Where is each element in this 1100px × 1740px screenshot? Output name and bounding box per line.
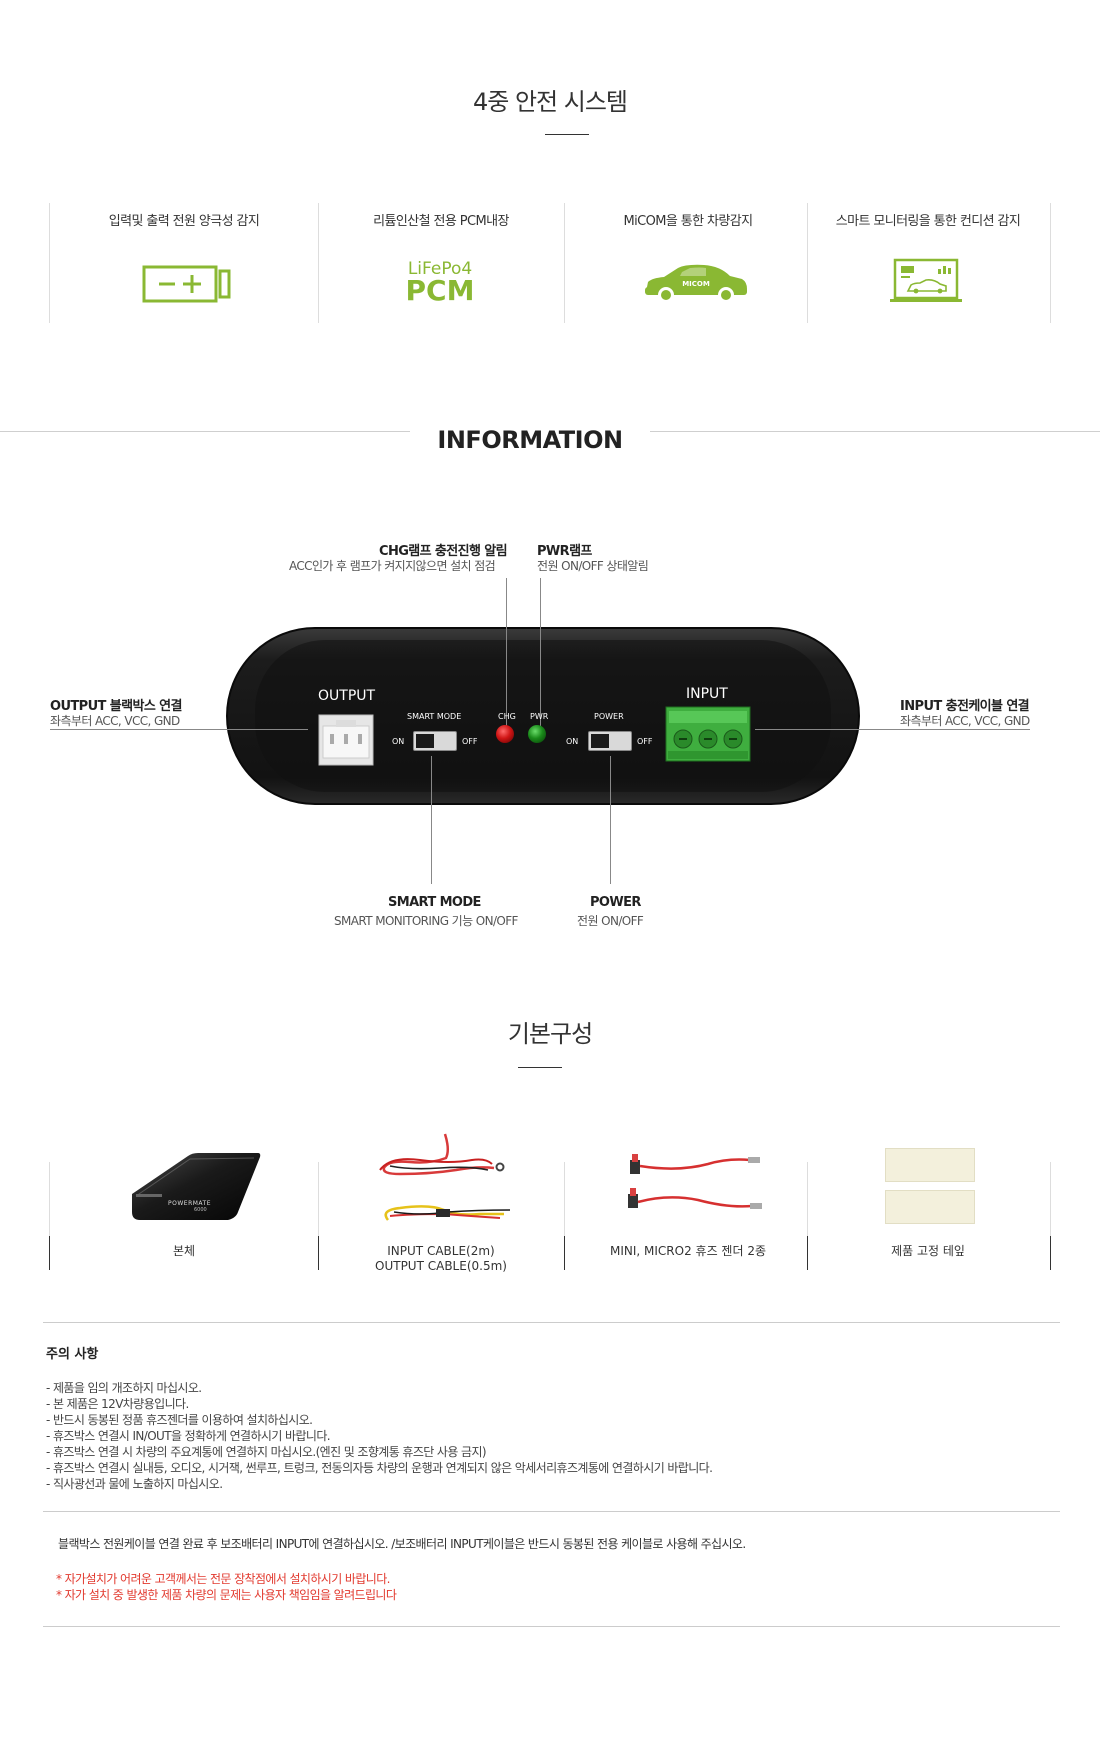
composition-divider-dark: [318, 1236, 319, 1270]
composition-divider: [318, 1162, 319, 1270]
feature-label-polarity: 입력및 출력 전원 양극성 감지: [108, 214, 260, 229]
smart-mode-callout-title: SMART MODE: [388, 895, 481, 910]
chg-leader-line: [506, 578, 507, 726]
note-line: - 본 제품은 12V차량용입니다.: [46, 1397, 189, 1411]
device-output-label: OUTPUT: [318, 688, 376, 704]
feature-divider: [807, 203, 808, 323]
smart-mode-switch-knob: [416, 734, 434, 748]
chg-callout-desc: ACC인가 후 램프가 켜지지않으면 설치 점검: [289, 559, 496, 573]
feature-divider: [564, 203, 565, 323]
feature-divider: [1050, 203, 1051, 323]
feature-label-micom: MiCOM을 통한 차량감지: [623, 214, 754, 229]
composition-divider-dark: [807, 1236, 808, 1270]
power-leader-line: [610, 756, 611, 884]
composition-label-cable-output: OUTPUT CABLE(0.5m): [375, 1259, 507, 1273]
mounting-tape-image: [885, 1190, 975, 1224]
power-switch[interactable]: [588, 731, 632, 751]
composition-divider: [564, 1162, 565, 1270]
composition-divider: [49, 1162, 50, 1270]
composition-divider-dark: [49, 1236, 50, 1270]
car-icon-text: MICOM: [682, 280, 710, 288]
fuse-gender-image: [628, 1154, 762, 1209]
powermate-brand-text: POWERMATE: [168, 1200, 212, 1207]
powermate-unit-image: [132, 1153, 261, 1220]
composition-title-rule: [518, 1067, 562, 1068]
output-leader-line: [50, 729, 308, 730]
safety-title: 4중 안전 시스템: [472, 88, 628, 116]
composition-divider: [807, 1162, 808, 1270]
warning-note: * 자가설치가 어려운 고객께서는 전문 장착점에서 설치하시기 바랍니다.: [56, 1572, 390, 1586]
note-line: - 직사광선과 물에 노출하지 마십시오.: [46, 1477, 223, 1491]
smart-mode-callout-desc: SMART MONITORING 기능 ON/OFF: [334, 914, 518, 928]
information-rule-left: [0, 431, 410, 432]
pwr-callout-title: PWR램프: [537, 544, 592, 559]
power-off-label: OFF: [637, 737, 653, 746]
input-leader-line: [755, 729, 1030, 730]
monitor-icon: [890, 258, 962, 302]
composition-label-unit: 본체: [172, 1244, 196, 1258]
mounting-tape-image: [885, 1148, 975, 1182]
feature-label-monitoring: 스마트 모니터링을 통한 컨디션 감지: [835, 214, 1021, 229]
power-callout-desc: 전원 ON/OFF: [577, 914, 644, 928]
output-callout-desc: 좌측부터 ACC, VCC, GND: [50, 714, 180, 728]
power-on-label: ON: [566, 737, 579, 746]
smart-mode-switch[interactable]: [413, 731, 457, 751]
device-input-label: INPUT: [686, 686, 728, 702]
input-callout-title: INPUT 충전케이블 연결: [900, 699, 1030, 714]
composition-divider: [1050, 1162, 1051, 1270]
power-callout-title: POWER: [590, 895, 641, 910]
powermate-model-text: 6000: [194, 1207, 207, 1213]
device-power-label: POWER: [594, 712, 624, 721]
composition-title: 기본구성: [507, 1020, 593, 1048]
input-terminal[interactable]: [665, 705, 751, 763]
note-line: - 제품을 임의 개조하지 마십시오.: [46, 1381, 202, 1395]
feature-divider: [49, 203, 50, 323]
notes-title: 주의 사항: [46, 1347, 99, 1362]
pcm-icon-top-text: LiFePo4: [407, 259, 473, 279]
composition-label-tape: 제품 고정 테잎: [891, 1244, 965, 1258]
notes-bottom-rule: [43, 1626, 1060, 1627]
chg-callout-title: CHG램프 충전진행 알림: [379, 544, 508, 559]
output-port[interactable]: [318, 714, 374, 766]
chg-led: [496, 725, 514, 743]
smart-mode-on-label: ON: [392, 737, 405, 746]
input-output-cable-image: [379, 1133, 511, 1221]
pwr-led: [528, 725, 546, 743]
device-pwr-label: PWR: [530, 712, 549, 721]
car-icon: [645, 264, 747, 303]
composition-label-fuse: MINI, MICRO2 휴즈 젠더 2종: [609, 1244, 766, 1258]
safety-title-rule: [545, 134, 589, 135]
notes-middle-rule: [43, 1511, 1060, 1512]
notes-top-rule: [43, 1322, 1060, 1323]
smart-mode-off-label: OFF: [462, 737, 478, 746]
device-chg-label: CHG: [498, 712, 516, 721]
composition-label-cable-input: INPUT CABLE(2m): [387, 1244, 495, 1258]
connection-info-note: 블랙박스 전원케이블 연결 완료 후 보조배터리 INPUT에 연결하십시오. …: [58, 1537, 746, 1551]
note-line: - 휴즈박스 연결시 실내등, 오디오, 시거잭, 썬루프, 트렁크, 전동의자…: [46, 1461, 713, 1475]
information-rule-right: [650, 431, 1100, 432]
output-callout-title: OUTPUT 블랙박스 연결: [50, 699, 182, 714]
smart-mode-leader-line: [431, 756, 432, 884]
pwr-callout-desc: 전원 ON/OFF 상태알림: [537, 559, 649, 573]
note-line: - 휴즈박스 연결 시 차량의 주요계통에 연결하지 마십시오.(엔진 및 조향…: [46, 1445, 487, 1459]
feature-label-pcm: 리튬인산철 전용 PCM내장: [373, 214, 509, 229]
power-switch-knob: [591, 734, 609, 748]
feature-divider: [318, 203, 319, 323]
warning-note: * 자가 설치 중 발생한 제품 차량의 문제는 사용자 책임임을 알려드립니다: [56, 1588, 397, 1602]
composition-divider-dark: [1050, 1236, 1051, 1270]
pwr-leader-line: [540, 578, 541, 726]
note-line: - 반드시 동봉된 정품 휴즈젠더를 이용하여 설치하십시오.: [46, 1413, 313, 1427]
note-line: - 휴즈박스 연결시 IN/OUT을 정확하게 연결하시기 바랍니다.: [46, 1429, 331, 1443]
device-smart-mode-label: SMART MODE: [407, 712, 462, 721]
composition-divider-dark: [564, 1236, 565, 1270]
input-callout-desc: 좌측부터 ACC, VCC, GND: [900, 714, 1030, 728]
battery-polarity-icon: [142, 265, 231, 303]
pcm-icon-bottom-text: PCM: [405, 274, 475, 307]
information-title: INFORMATION: [437, 426, 623, 454]
